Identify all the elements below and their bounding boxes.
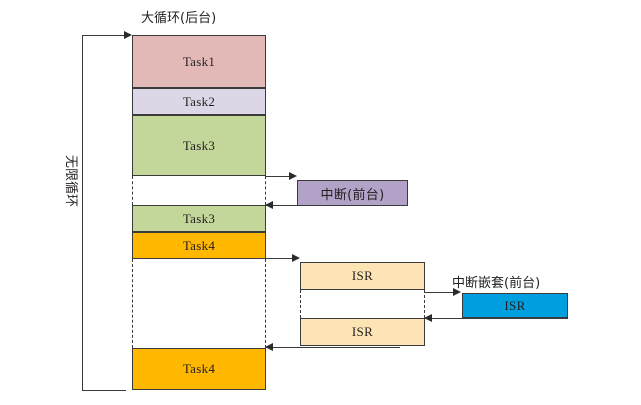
isr-entry-arrow-icon: [292, 253, 300, 262]
task-block-label: Task3: [182, 137, 216, 153]
task-block-label: Task2: [182, 93, 216, 109]
isr-block-nested: ISR: [462, 293, 568, 318]
nested-entry-line: [425, 292, 454, 293]
loop-bracket-spine: [82, 35, 83, 390]
loop-arrow-top-line: [82, 35, 126, 36]
nested-entry-arrow-icon: [453, 287, 461, 296]
task-block-task2: Task2: [132, 88, 266, 115]
isr-suspend-dashed-left: [300, 290, 301, 318]
main-loop-title: 大循环(后台): [141, 11, 217, 26]
task-block-label: Task1: [182, 53, 216, 69]
isr-block-lower: ISR: [300, 318, 425, 346]
isr-block-label: ISR: [504, 297, 526, 313]
nested-interrupt-title: 中断嵌套(前台): [452, 276, 541, 291]
interrupt-block-label: 中断(前台): [320, 187, 385, 203]
interrupt-entry-arrow-icon: [289, 171, 297, 180]
task-block-task1: Task1: [132, 35, 266, 88]
task-block-label: Task3: [182, 210, 216, 226]
isr-block-upper: ISR: [300, 262, 425, 290]
isr-entry-line: [266, 258, 293, 259]
nested-return-arrow-icon: [424, 313, 432, 322]
interrupt-block: 中断(前台): [297, 180, 408, 206]
task-block-task4-first: Task4: [132, 232, 266, 259]
task-block-label: Task4: [182, 237, 216, 253]
suspend-dashed-right-1: [265, 176, 266, 205]
task-block-task3-resumed: Task3: [132, 205, 266, 232]
loop-arrow-head-icon: [124, 30, 132, 39]
task-block-task3-first: Task3: [132, 115, 266, 176]
interrupt-entry-line: [266, 176, 290, 177]
loop-bracket-bottom: [82, 390, 126, 391]
isr-block-label: ISR: [351, 324, 374, 339]
interrupt-return-riser: [407, 205, 408, 206]
isr-return-arrow-icon: [265, 342, 273, 351]
suspend-dashed-left-2: [132, 259, 133, 348]
infinite-loop-label: 无限循环: [63, 155, 78, 208]
interrupt-return-arrow-icon: [265, 200, 273, 209]
task-block-label: Task4: [182, 361, 216, 376]
nested-return-line: [425, 318, 568, 319]
interrupt-return-line: [266, 205, 408, 206]
task-block-task4-resumed: Task4: [132, 348, 266, 390]
isr-return-line: [266, 347, 400, 348]
suspend-dashed-right-2: [265, 259, 266, 348]
isr-suspend-dashed-right: [424, 290, 425, 318]
isr-block-label: ISR: [351, 268, 374, 283]
suspend-dashed-left-1: [132, 176, 133, 205]
